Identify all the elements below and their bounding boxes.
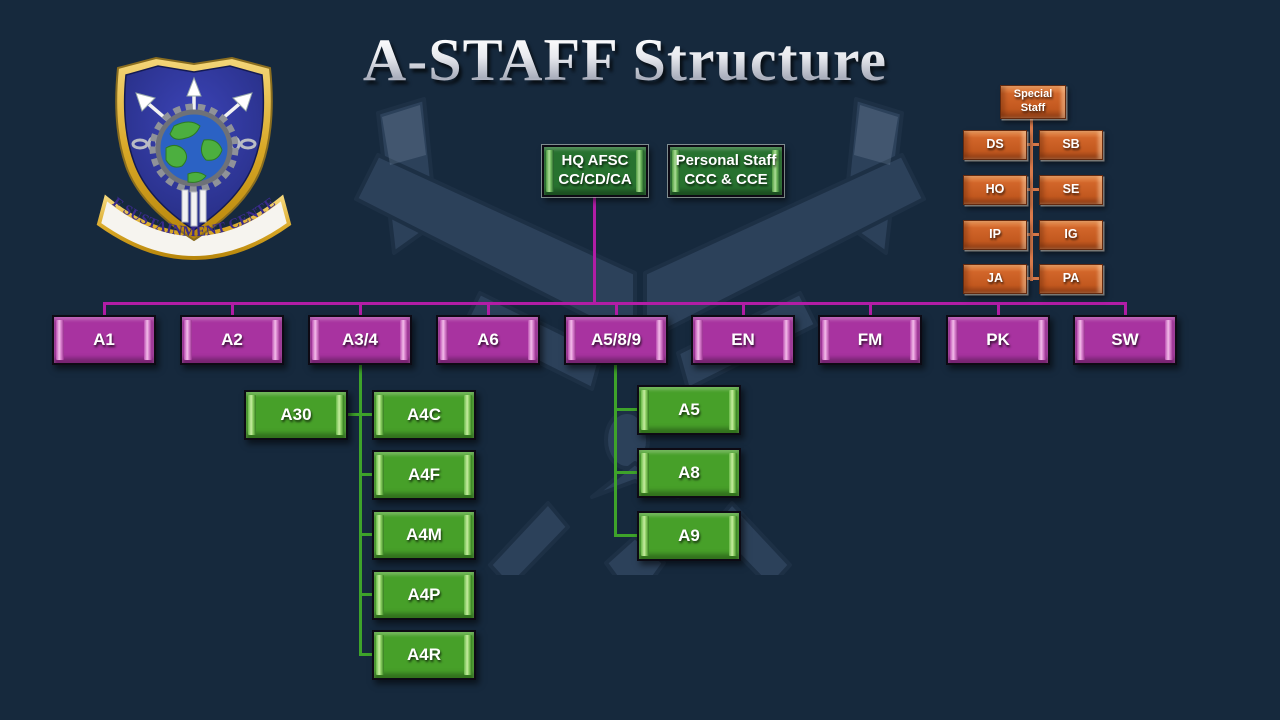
node-a4m-label: A4M — [406, 525, 442, 545]
node-pa-label: PA — [1062, 271, 1080, 286]
node-a5-8-9: A5/8/9 — [564, 315, 668, 365]
node-hq-afsc-line2: CC/CD/CA — [558, 171, 632, 188]
node-sw: SW — [1073, 315, 1177, 365]
node-a4f: A4F — [372, 450, 476, 500]
node-ho: HO — [963, 175, 1027, 205]
node-a30: A30 — [244, 390, 348, 440]
node-ja-label: JA — [987, 271, 1003, 286]
node-a9: A9 — [637, 511, 741, 561]
node-ip-label: IP — [989, 227, 1001, 242]
node-a30-label: A30 — [280, 405, 312, 425]
node-a2-label: A2 — [221, 330, 243, 350]
node-sb-label: SB — [1062, 137, 1080, 152]
node-pa: PA — [1039, 264, 1103, 294]
node-hq-afsc: HQ AFSC CC/CD/CA — [542, 145, 648, 197]
node-special-staff-line2: Staff — [1020, 102, 1046, 114]
node-a3-4: A3/4 — [308, 315, 412, 365]
node-hq-afsc-line1: HQ AFSC — [561, 152, 629, 170]
node-a1: A1 — [52, 315, 156, 365]
node-a4p-label: A4P — [407, 585, 441, 605]
node-personal-staff: Personal Staff CCC & CCE — [668, 145, 784, 197]
node-ho-label: HO — [985, 182, 1005, 197]
connector-a589-trunk — [614, 365, 617, 537]
node-special-staff: Special Staff — [1000, 85, 1066, 119]
afsc-logo: AF SUSTAINMENT CENTER — [96, 48, 292, 260]
node-en-label: EN — [731, 330, 755, 350]
node-fm: FM — [818, 315, 922, 365]
node-sb: SB — [1039, 130, 1103, 160]
node-personal-staff-line2: CCC & CCE — [684, 171, 768, 188]
connector-a30-a4c-stub — [340, 413, 374, 416]
node-pk-label: PK — [986, 330, 1010, 350]
node-ds: DS — [963, 130, 1027, 160]
node-personal-staff-line1: Personal Staff — [675, 152, 777, 170]
node-ds-label: DS — [986, 137, 1004, 152]
connector-a4m-stub — [359, 533, 374, 536]
node-a2: A2 — [180, 315, 284, 365]
connector-special-stub-2 — [995, 188, 1071, 191]
node-a4c-label: A4C — [406, 405, 441, 425]
connector-drop-a6 — [487, 302, 490, 316]
node-ip: IP — [963, 220, 1027, 250]
node-ig-label: IG — [1064, 227, 1078, 242]
connector-a4f-stub — [359, 473, 374, 476]
connector-a9-stub — [614, 534, 639, 537]
connector-hq-riser — [593, 197, 596, 303]
connector-drop-sw — [1124, 302, 1127, 316]
node-a5: A5 — [637, 385, 741, 435]
node-se: SE — [1039, 175, 1103, 205]
node-a8: A8 — [637, 448, 741, 498]
node-a5-label: A5 — [678, 400, 700, 420]
node-a3-4-label: A3/4 — [342, 330, 378, 350]
node-a6: A6 — [436, 315, 540, 365]
node-en: EN — [691, 315, 795, 365]
connector-a8-stub — [614, 471, 639, 474]
connector-drop-a34 — [359, 302, 362, 316]
node-ja: JA — [963, 264, 1027, 294]
connector-a4p-stub — [359, 593, 374, 596]
node-a4c: A4C — [372, 390, 476, 440]
node-a4r: A4R — [372, 630, 476, 680]
node-a6-label: A6 — [477, 330, 499, 350]
node-ig: IG — [1039, 220, 1103, 250]
connector-a34-trunk — [359, 365, 362, 656]
node-a4p: A4P — [372, 570, 476, 620]
connector-special-trunk — [1030, 117, 1033, 281]
connector-drop-a589 — [615, 302, 618, 316]
connector-special-stub-4 — [995, 277, 1071, 280]
connector-drop-a2 — [231, 302, 234, 316]
node-se-label: SE — [1062, 182, 1080, 197]
connector-drop-fm — [869, 302, 872, 316]
connector-drop-a1 — [103, 302, 106, 316]
node-a9-label: A9 — [678, 526, 700, 546]
connector-a5-stub — [614, 408, 639, 411]
connector-drop-pk — [997, 302, 1000, 316]
connector-a4r-stub — [359, 653, 374, 656]
node-a5-8-9-label: A5/8/9 — [590, 330, 642, 350]
node-special-staff-line1: Special — [1013, 88, 1053, 101]
connector-special-stub-1 — [995, 143, 1071, 146]
node-a4m: A4M — [372, 510, 476, 560]
node-a8-label: A8 — [678, 463, 700, 483]
node-fm-label: FM — [857, 330, 883, 350]
connector-special-stub-3 — [995, 233, 1071, 236]
node-a4f-label: A4F — [407, 465, 441, 485]
node-pk: PK — [946, 315, 1050, 365]
node-a1-label: A1 — [93, 330, 115, 350]
node-sw-label: SW — [1111, 330, 1139, 350]
page-title: A-STAFF Structure — [290, 26, 960, 95]
node-a4r-label: A4R — [406, 645, 441, 665]
connector-drop-en — [742, 302, 745, 316]
